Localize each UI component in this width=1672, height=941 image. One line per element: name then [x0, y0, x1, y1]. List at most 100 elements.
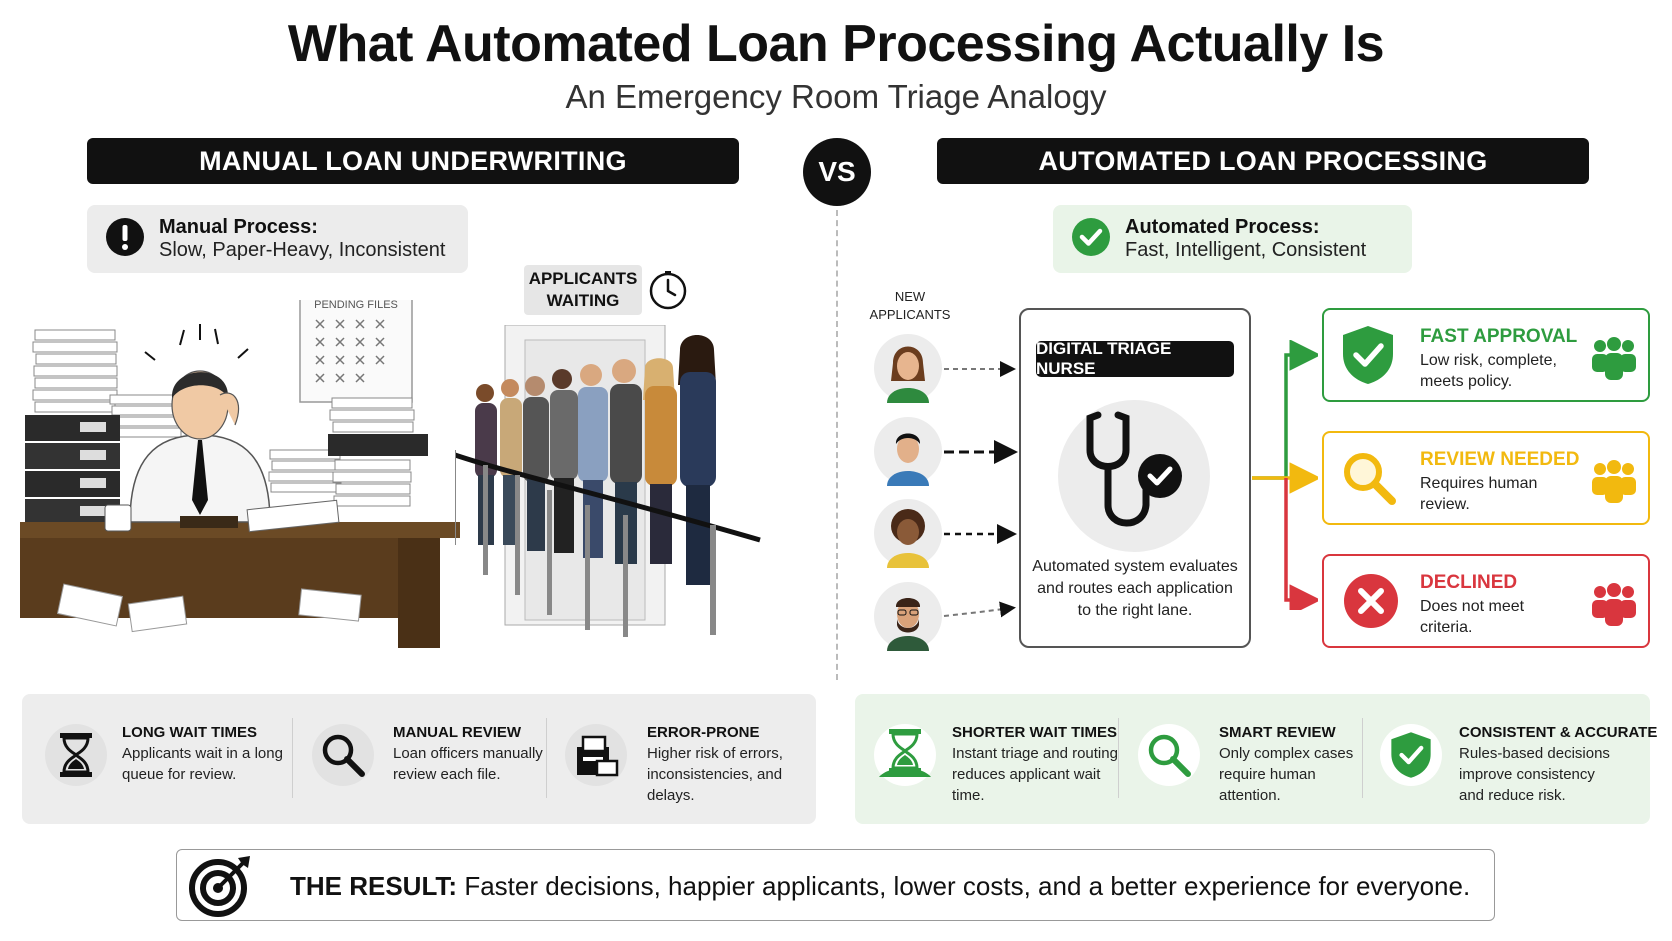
feature-desc-line: attention.	[1219, 787, 1281, 804]
queue-illustration	[455, 325, 761, 637]
lane-review-needed: REVIEW NEEDED Requires human review.	[1322, 431, 1650, 525]
feature-desc: Only complex cases require human attention…	[1219, 743, 1353, 806]
feature-desc-line: Rules-based decisions	[1459, 745, 1610, 762]
lane-desc-line: review.	[1420, 496, 1470, 513]
lane-desc: Does not meet criteria.	[1420, 596, 1524, 638]
feature-desc-line: Applicants wait in a long	[122, 745, 283, 762]
feature-desc: Higher risk of errors, inconsistencies, a…	[647, 743, 783, 806]
triage-desc-line1: Automated system evaluates	[1032, 558, 1238, 575]
alert-icon	[105, 217, 145, 262]
feature-desc-line: time.	[952, 787, 985, 804]
feature-desc-line: delays.	[647, 787, 695, 804]
pending-files-label: PENDING FILES	[314, 300, 398, 311]
x-circle-icon	[1344, 574, 1398, 628]
triage-desc-line3: to the right lane.	[1077, 602, 1193, 619]
feature-title: SMART REVIEW	[1219, 724, 1336, 741]
clock-icon	[649, 271, 687, 310]
new-applicants-label: NEW APPLICANTS	[860, 288, 960, 324]
people-group-icon	[1592, 460, 1636, 503]
applicant-avatar-3	[874, 499, 942, 568]
magnifier-icon	[1344, 453, 1396, 505]
feature-desc-line: queue for review.	[122, 766, 237, 783]
triage-desc-line2: and routes each application	[1037, 580, 1233, 597]
automated-banner: AUTOMATED LOAN PROCESSING	[937, 138, 1589, 184]
lane-desc-line: meets policy.	[1420, 373, 1513, 390]
waiting-label-line1: APPLICANTS	[528, 269, 638, 288]
lane-title: REVIEW NEEDED	[1420, 449, 1580, 470]
lane-desc: Low risk, complete, meets policy.	[1420, 350, 1557, 392]
feature-desc: Applicants wait in a long queue for revie…	[122, 743, 283, 785]
center-divider	[836, 210, 838, 680]
result-label: THE RESULT:	[290, 871, 458, 901]
automated-status-box: Automated Process: Fast, Intelligent, Co…	[1053, 205, 1412, 273]
feature-desc-line: require human	[1219, 766, 1316, 783]
feature-title: MANUAL REVIEW	[393, 724, 522, 741]
routing-arrows	[1252, 340, 1318, 610]
magnifier-icon	[312, 724, 374, 786]
feature-separator	[1362, 718, 1363, 798]
people-group-icon	[1592, 337, 1636, 380]
result-body: Faster decisions, happier applicants, lo…	[464, 871, 1471, 901]
shield-check-icon	[1343, 326, 1393, 384]
vs-badge: VS	[803, 138, 871, 206]
feature-desc-line: and reduce risk.	[1459, 787, 1566, 804]
feature-title: CONSISTENT & ACCURATE	[1459, 724, 1658, 741]
overwhelmed-officer-illustration: PENDING FILES	[20, 300, 460, 648]
manual-status-desc: Slow, Paper-Heavy, Inconsistent	[159, 239, 446, 261]
feature-desc: Instant triage and routing reduces applic…	[952, 743, 1118, 806]
file-cabinet-icon	[565, 724, 627, 786]
feature-desc-line: Higher risk of errors,	[647, 745, 783, 762]
automated-features-panel	[855, 694, 1650, 824]
feature-desc: Loan officers manually review each file.	[393, 743, 543, 785]
feature-desc-line: improve consistency	[1459, 766, 1595, 783]
feature-desc: Rules-based decisions improve consistency…	[1459, 743, 1610, 806]
lane-desc-line: Low risk, complete,	[1420, 352, 1557, 369]
feature-desc-line: inconsistencies, and	[647, 766, 783, 783]
hourglass-icon	[45, 724, 107, 786]
shield-check-icon	[1380, 724, 1442, 786]
feature-title: LONG WAIT TIMES	[122, 724, 257, 741]
lane-desc-line: Requires human	[1420, 475, 1538, 492]
applicants-waiting-sign: APPLICANTS WAITING	[524, 265, 642, 315]
check-circle-icon	[1071, 217, 1111, 262]
manual-status-title: Manual Process:	[159, 216, 318, 238]
lane-desc-line: criteria.	[1420, 619, 1473, 636]
feature-separator	[292, 718, 293, 798]
manual-features-panel	[22, 694, 816, 824]
triage-circle	[1058, 400, 1210, 552]
feature-title: ERROR-PRONE	[647, 724, 760, 741]
feature-title: SHORTER WAIT TIMES	[952, 724, 1117, 741]
feature-desc-line: reduces applicant wait	[952, 766, 1101, 783]
target-icon	[189, 856, 250, 917]
automated-status-title: Automated Process:	[1125, 216, 1320, 238]
manual-banner: MANUAL LOAN UNDERWRITING	[87, 138, 739, 184]
triage-description: Automated system evaluates and routes ea…	[1029, 556, 1241, 622]
lane-title: FAST APPROVAL	[1420, 326, 1578, 347]
stethoscope-check-icon	[1086, 411, 1182, 527]
lane-title: DECLINED	[1420, 572, 1518, 593]
manual-status-box: Manual Process: Slow, Paper-Heavy, Incon…	[87, 205, 468, 273]
result-bar	[176, 849, 1495, 921]
feature-separator	[1118, 718, 1119, 798]
hourglass-icon	[874, 724, 936, 786]
automated-status-desc: Fast, Intelligent, Consistent	[1125, 239, 1367, 261]
lane-desc-line: Does not meet	[1420, 598, 1525, 615]
people-group-icon	[1592, 583, 1636, 626]
lane-declined: DECLINED Does not meet criteria.	[1322, 554, 1650, 648]
new-applicants-line1: NEW	[894, 289, 926, 304]
waiting-label-line2: WAITING	[546, 291, 620, 310]
applicant-avatar-2	[874, 417, 942, 486]
feature-desc-line: Only complex cases	[1219, 745, 1354, 762]
feature-desc-line: Instant triage and routing	[952, 745, 1118, 762]
lane-desc: Requires human review.	[1420, 473, 1537, 515]
intake-arrows	[943, 361, 1018, 618]
result-text: THE RESULT: Faster decisions, happier ap…	[290, 871, 1470, 902]
feature-desc-line: Loan officers manually	[393, 745, 543, 762]
page-subtitle: An Emergency Room Triage Analogy	[565, 78, 1107, 115]
page-title: What Automated Loan Processing Actually …	[287, 15, 1385, 73]
feature-separator	[546, 718, 547, 798]
new-applicants-line2: APPLICANTS	[869, 307, 951, 322]
feature-desc-line: review each file.	[393, 766, 501, 783]
lane-fast-approval: FAST APPROVAL Low risk, complete, meets p…	[1322, 308, 1650, 402]
